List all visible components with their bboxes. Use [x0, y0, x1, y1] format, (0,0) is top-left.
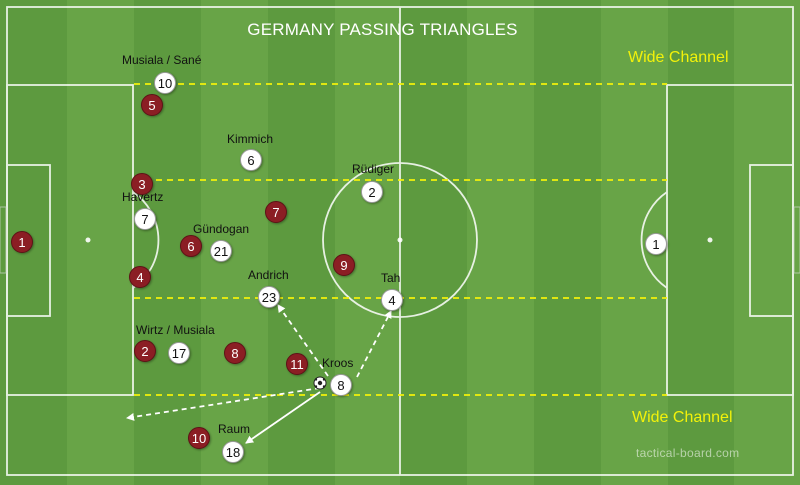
right-goal-net — [793, 206, 800, 274]
red-player-token[interactable]: 1 — [11, 231, 33, 253]
grass-stripe — [67, 0, 134, 485]
label-andrich: Andrich — [248, 268, 289, 282]
white-player-token[interactable]: 1 — [645, 233, 667, 255]
label-musiala-sane: Musiala / Sané — [122, 53, 202, 67]
red-player-token[interactable]: 3 — [131, 173, 153, 195]
label-tah: Tah — [381, 271, 401, 285]
label-havertz: Havertz — [122, 190, 164, 204]
red-player-token[interactable]: 8 — [224, 342, 246, 364]
left-goal-net — [0, 206, 7, 274]
white-player-token[interactable]: 21 — [210, 240, 232, 262]
right-penalty-arc — [640, 191, 668, 289]
watermark: tactical-board.com — [636, 446, 740, 460]
label-wirtz-musiala: Wirtz / Musiala — [136, 323, 215, 337]
grass-stripe — [668, 0, 734, 485]
grass-stripe — [534, 0, 601, 485]
white-player-token[interactable]: 23 — [258, 286, 280, 308]
pass-arrow-wide — [126, 387, 321, 421]
grass-stripe — [467, 0, 534, 485]
red-player-token[interactable]: 9 — [333, 254, 355, 276]
left-penalty-spot — [85, 237, 91, 243]
white-player-token[interactable]: 2 — [361, 181, 383, 203]
white-player-token[interactable]: 17 — [168, 342, 190, 364]
red-player-token[interactable]: 7 — [265, 201, 287, 223]
right-penalty-box — [666, 84, 794, 396]
label-gundogan: Gündogan — [193, 222, 250, 236]
red-player-token[interactable]: 10 — [188, 427, 210, 449]
right-goal-area — [749, 164, 794, 317]
white-player-token[interactable]: 8 — [330, 374, 352, 396]
red-player-token[interactable]: 4 — [129, 266, 151, 288]
centre-circle — [322, 162, 478, 318]
pass-arrow-to-raum — [245, 391, 321, 444]
pass-arrow-to-tah — [356, 310, 392, 378]
left-goal-area — [6, 164, 51, 317]
grass-stripe — [734, 0, 800, 485]
white-player-token[interactable]: 10 — [154, 72, 176, 94]
wide-channel-label-top: Wide Channel — [628, 49, 729, 66]
pass-arrow-to-andrich — [277, 304, 329, 377]
white-player-token[interactable]: 4 — [381, 289, 403, 311]
red-player-token[interactable]: 6 — [180, 235, 202, 257]
white-player-token[interactable]: 6 — [240, 149, 262, 171]
label-kimmich: Kimmich — [227, 132, 274, 146]
board-title: GERMANY PASSING TRIANGLES — [247, 20, 518, 39]
wide-channel-label-bottom: Wide Channel — [632, 409, 733, 426]
grass-stripe — [400, 0, 467, 485]
red-player-token[interactable]: 11 — [286, 353, 308, 375]
red-player-token[interactable]: 5 — [141, 94, 163, 116]
red-player-token[interactable]: 2 — [134, 340, 156, 362]
label-kroos: Kroos — [322, 356, 354, 370]
label-raum: Raum — [218, 422, 251, 436]
white-player-token[interactable]: 7 — [134, 208, 156, 230]
centre-spot — [397, 237, 403, 243]
white-player-token[interactable]: 18 — [222, 441, 244, 463]
label-rudiger: Rüdiger — [352, 162, 395, 176]
soccer-ball-icon — [313, 376, 327, 390]
grass-stripe — [335, 0, 400, 485]
right-penalty-spot — [707, 237, 713, 243]
